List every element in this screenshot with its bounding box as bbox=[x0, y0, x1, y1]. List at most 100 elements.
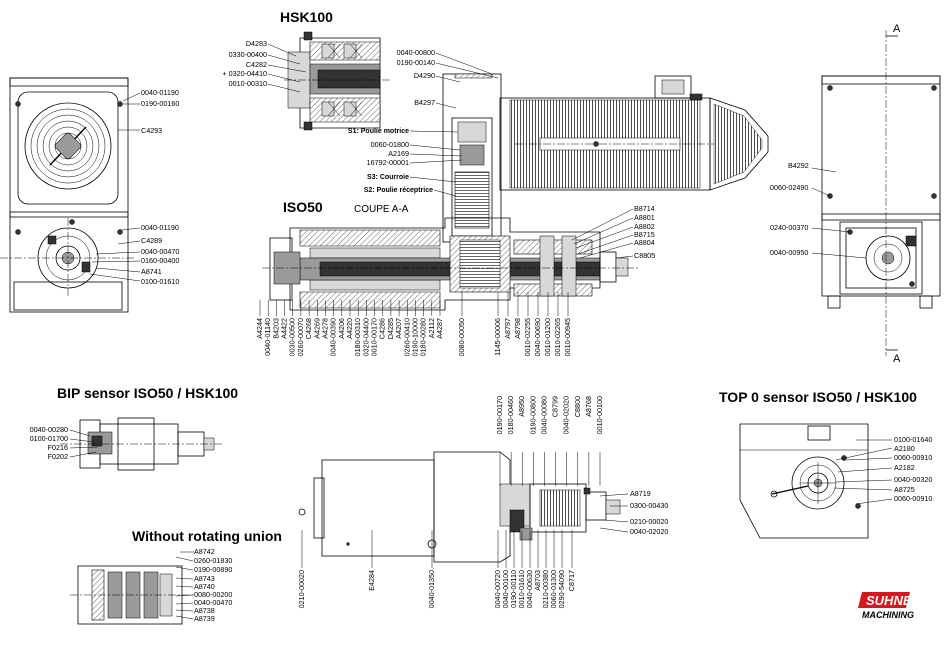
label-0040-00320: 0040-00320 bbox=[894, 475, 932, 484]
bottom-vlabel-6: C4268 bbox=[304, 318, 313, 339]
center-top-vlabel-5: C8799 bbox=[551, 396, 560, 417]
label-16792-00001: 16792-00001 bbox=[367, 158, 409, 167]
bottom-vlabel-4: 0030-00500 bbox=[288, 318, 297, 356]
hsk100-title: HSK100 bbox=[280, 9, 333, 25]
label-a2169: A2169 bbox=[388, 149, 409, 158]
label-a2180: A2180 bbox=[894, 444, 915, 453]
label-0040-00470: 0040-00470 bbox=[194, 598, 232, 607]
label-0060-02490: 0060-02490 bbox=[770, 183, 808, 192]
label-a8739: A8739 bbox=[194, 614, 215, 623]
bottom-vlabel-16: D4285 bbox=[386, 318, 395, 339]
bottom-vlabel-19: 0190-10000 bbox=[410, 318, 419, 356]
label-0060-00910-b: 0060-00910 bbox=[894, 494, 932, 503]
bottom-vlabel-5: 0260-00070 bbox=[296, 318, 305, 356]
far-right-view: A A B4292 0060-02490 0240-00370 0040-009… bbox=[770, 23, 941, 365]
bottom-vlabel-10: A4206 bbox=[337, 318, 346, 339]
label-s3-courroie: S3: Courroie bbox=[367, 174, 409, 181]
section-marker-a-bottom: A bbox=[893, 353, 901, 365]
coupe-aa-label: COUPE A-A bbox=[354, 204, 409, 215]
bottom-vlabel-15: C4286 bbox=[378, 318, 387, 339]
label-a8741: A8741 bbox=[141, 267, 162, 276]
bottom-vlabel-31: 0010-00945 bbox=[563, 318, 572, 356]
label-b4292: B4292 bbox=[788, 161, 809, 170]
label-0320-04410: + 0320-04410 bbox=[222, 69, 267, 78]
center-top-vlabel-1: 0180-00460 bbox=[506, 396, 515, 434]
center-bottom-vlabel-8: A8703 bbox=[533, 570, 542, 591]
label-0010-00310: 0010-00310 bbox=[229, 79, 267, 88]
label-c4282: C4282 bbox=[246, 60, 267, 69]
label-0080-00200: 0080-00200 bbox=[194, 590, 232, 599]
label-s1-poulie-motrice: S1: Poulie motrice bbox=[348, 128, 409, 135]
bip-sensor-view: BIP sensor ISO50 / HSK100 0040-00280 010… bbox=[30, 385, 238, 471]
center-bottom-vlabel-2: 0040-01350 bbox=[427, 570, 436, 608]
center-bottom-vlabel-10: 0060-01300 bbox=[549, 570, 558, 608]
bottom-vlabel-1: 0040-01140 bbox=[263, 318, 272, 356]
bottom-vlabel-30: 0010-02265 bbox=[553, 318, 562, 356]
center-bottom-vlabel-4: 0040-00100 bbox=[501, 570, 510, 608]
bottom-vlabel-24: 1145-00006 bbox=[493, 318, 502, 356]
label-0100-01640: 0100-01640 bbox=[894, 435, 932, 444]
label-b8714: B8714 bbox=[634, 204, 655, 213]
label-a8804: A8804 bbox=[634, 238, 655, 247]
bottom-vlabel-28: 0040-00690 bbox=[533, 318, 542, 356]
label-0040-02020-right: 0040-02020 bbox=[630, 527, 668, 536]
center-bottom-vlabel-5: 0190-00110 bbox=[509, 570, 518, 608]
bottom-vlabel-11: A4220 bbox=[345, 318, 354, 339]
label-0260-01830: 0260-01830 bbox=[194, 556, 232, 565]
center-bottom-vlabel-9: 0210-00380 bbox=[541, 570, 550, 608]
bottom-vlabel-13: 0320-04400 bbox=[361, 318, 370, 356]
label-0330-00400: 0330-00400 bbox=[229, 50, 267, 59]
label-0100-01610: 0100-01610 bbox=[141, 277, 179, 286]
label-a8743: A8743 bbox=[194, 574, 215, 583]
without-title: Without rotating union bbox=[132, 528, 282, 544]
label-a8740: A8740 bbox=[194, 582, 215, 591]
label-0240-00370: 0240-00370 bbox=[770, 223, 808, 232]
bottom-vlabel-26: A8798 bbox=[513, 318, 522, 339]
center-bottom-vlabel-6: 0010-01610 bbox=[517, 570, 526, 608]
bottom-vlabel-0: A4244 bbox=[255, 318, 264, 339]
label-0190-00890: 0190-00890 bbox=[194, 565, 232, 574]
bottom-vlabel-17: A4207 bbox=[394, 318, 403, 339]
bottom-vlabel-25: A8797 bbox=[503, 318, 512, 339]
center-top-vlabel-6: 0040-02020 bbox=[562, 396, 571, 434]
center-bottom-vlabel-11: 0290-54090 bbox=[557, 570, 566, 608]
label-b4297: B4297 bbox=[414, 98, 435, 107]
top0-title: TOP 0 sensor ISO50 / HSK100 bbox=[719, 389, 917, 405]
label-s2-poulie-receptrice: S2: Poulie réceptrice bbox=[364, 187, 433, 194]
bip-title: BIP sensor ISO50 / HSK100 bbox=[57, 385, 238, 401]
center-bottom-vlabel-0: 0210-00020 bbox=[297, 570, 306, 608]
bottom-vlabel-9: 0040-00390 bbox=[329, 318, 338, 356]
bottom-vlabel-18: 0260-00410 bbox=[402, 318, 411, 356]
label-d4283: D4283 bbox=[246, 39, 267, 48]
label-0210-00020-right: 0210-00020 bbox=[630, 517, 668, 526]
bottom-vlabel-23: 0080-00050 bbox=[457, 318, 466, 356]
label-0040-00280: 0040-00280 bbox=[30, 425, 68, 434]
bottom-vlabel-21: A2112 bbox=[427, 318, 436, 338]
label-0060-00910-a: 0060-00910 bbox=[894, 453, 932, 462]
center-top-vlabel-0: 0190-00170 bbox=[495, 396, 504, 434]
label-0100-01700: 0100-01700 bbox=[30, 434, 68, 443]
label-a8738: A8738 bbox=[194, 606, 215, 615]
bottom-vlabel-7: A4269 bbox=[312, 318, 321, 339]
label-b8715: B8715 bbox=[634, 230, 655, 239]
label-a8725: A8725 bbox=[894, 485, 915, 494]
bottom-vlabel-12: 0180-00310 bbox=[353, 318, 362, 356]
bottom-vlabel-3: A4422 bbox=[280, 318, 289, 339]
center-bottom-vlabel-7: 0040-00630 bbox=[525, 570, 534, 608]
label-0190-00160: 0190-00160 bbox=[141, 99, 179, 108]
suhner-logo: SUHNER MACHINING bbox=[858, 592, 922, 620]
hsk100-section: HSK100 D4283 0330-00400 C4282 + 0320-044… bbox=[222, 9, 390, 131]
center-top-vlabel-3: 0190-00800 bbox=[528, 396, 537, 434]
bottom-vlabel-14: 0010-00170 bbox=[370, 318, 379, 356]
label-0190-00140: 0190-00140 bbox=[397, 58, 435, 67]
center-top-vlabel-9: 0010-00100 bbox=[595, 396, 604, 434]
main-section-view: ISO50 COUPE A-A 0040-00800 0190-00140 D4… bbox=[255, 48, 769, 356]
label-a8801: A8801 bbox=[634, 213, 655, 222]
iso50-title: ISO50 bbox=[283, 199, 323, 215]
